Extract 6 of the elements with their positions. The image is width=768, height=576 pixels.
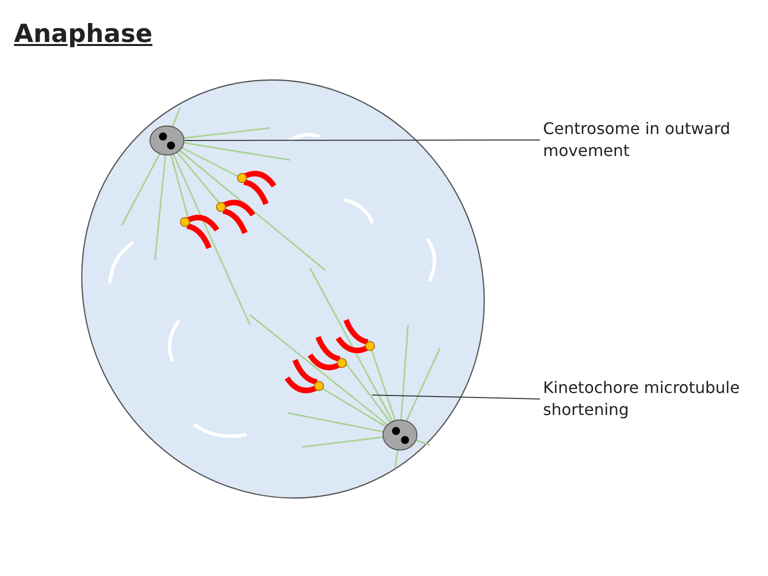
leader-line [184,140,540,141]
title: Anaphase [14,18,152,50]
leader-line [372,394,540,400]
callout-label: Centrosome in outward movement [543,118,753,162]
centrosome-icon [149,125,185,156]
callout-label: Kinetochore microtubule shortening [543,377,753,421]
